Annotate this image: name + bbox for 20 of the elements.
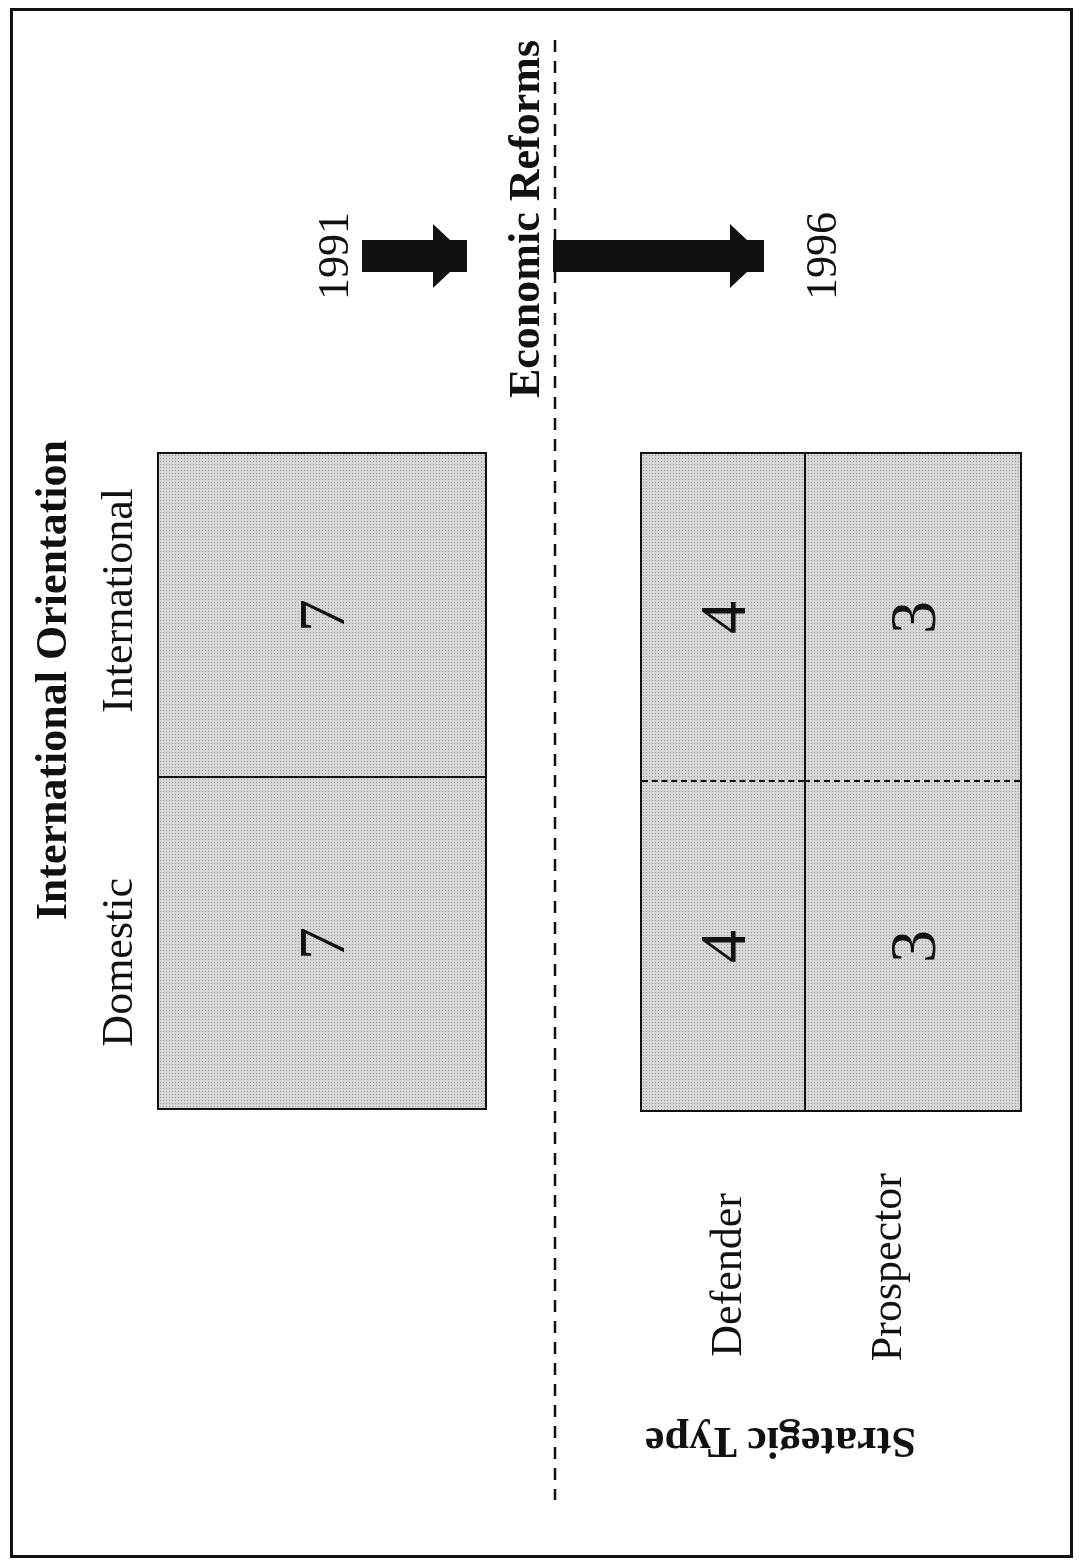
count-number: 3 (880, 600, 946, 634)
count-number: 7 (289, 926, 355, 960)
count-number: 4 (690, 600, 756, 634)
axis-title: Strategic Type (645, 1420, 916, 1464)
column-label: International (96, 488, 140, 713)
axis-title: International Orientation (30, 440, 74, 921)
block-arrow (553, 224, 764, 288)
matrix-box (640, 452, 1022, 1112)
block-arrow (362, 224, 467, 288)
matrix-cell (804, 780, 1020, 1110)
column-label: Domestic (96, 878, 140, 1047)
matrix-box (157, 452, 487, 1110)
row-label: Prospector (865, 1173, 909, 1362)
count-number: 7 (289, 598, 355, 632)
row-label: Defender (705, 1193, 749, 1357)
count-number: 4 (690, 929, 756, 963)
count-number: 3 (880, 929, 946, 963)
year-label: 1996 (800, 212, 844, 300)
year-label: 1991 (312, 212, 356, 300)
stage-label: Economic Reforms (503, 40, 547, 398)
